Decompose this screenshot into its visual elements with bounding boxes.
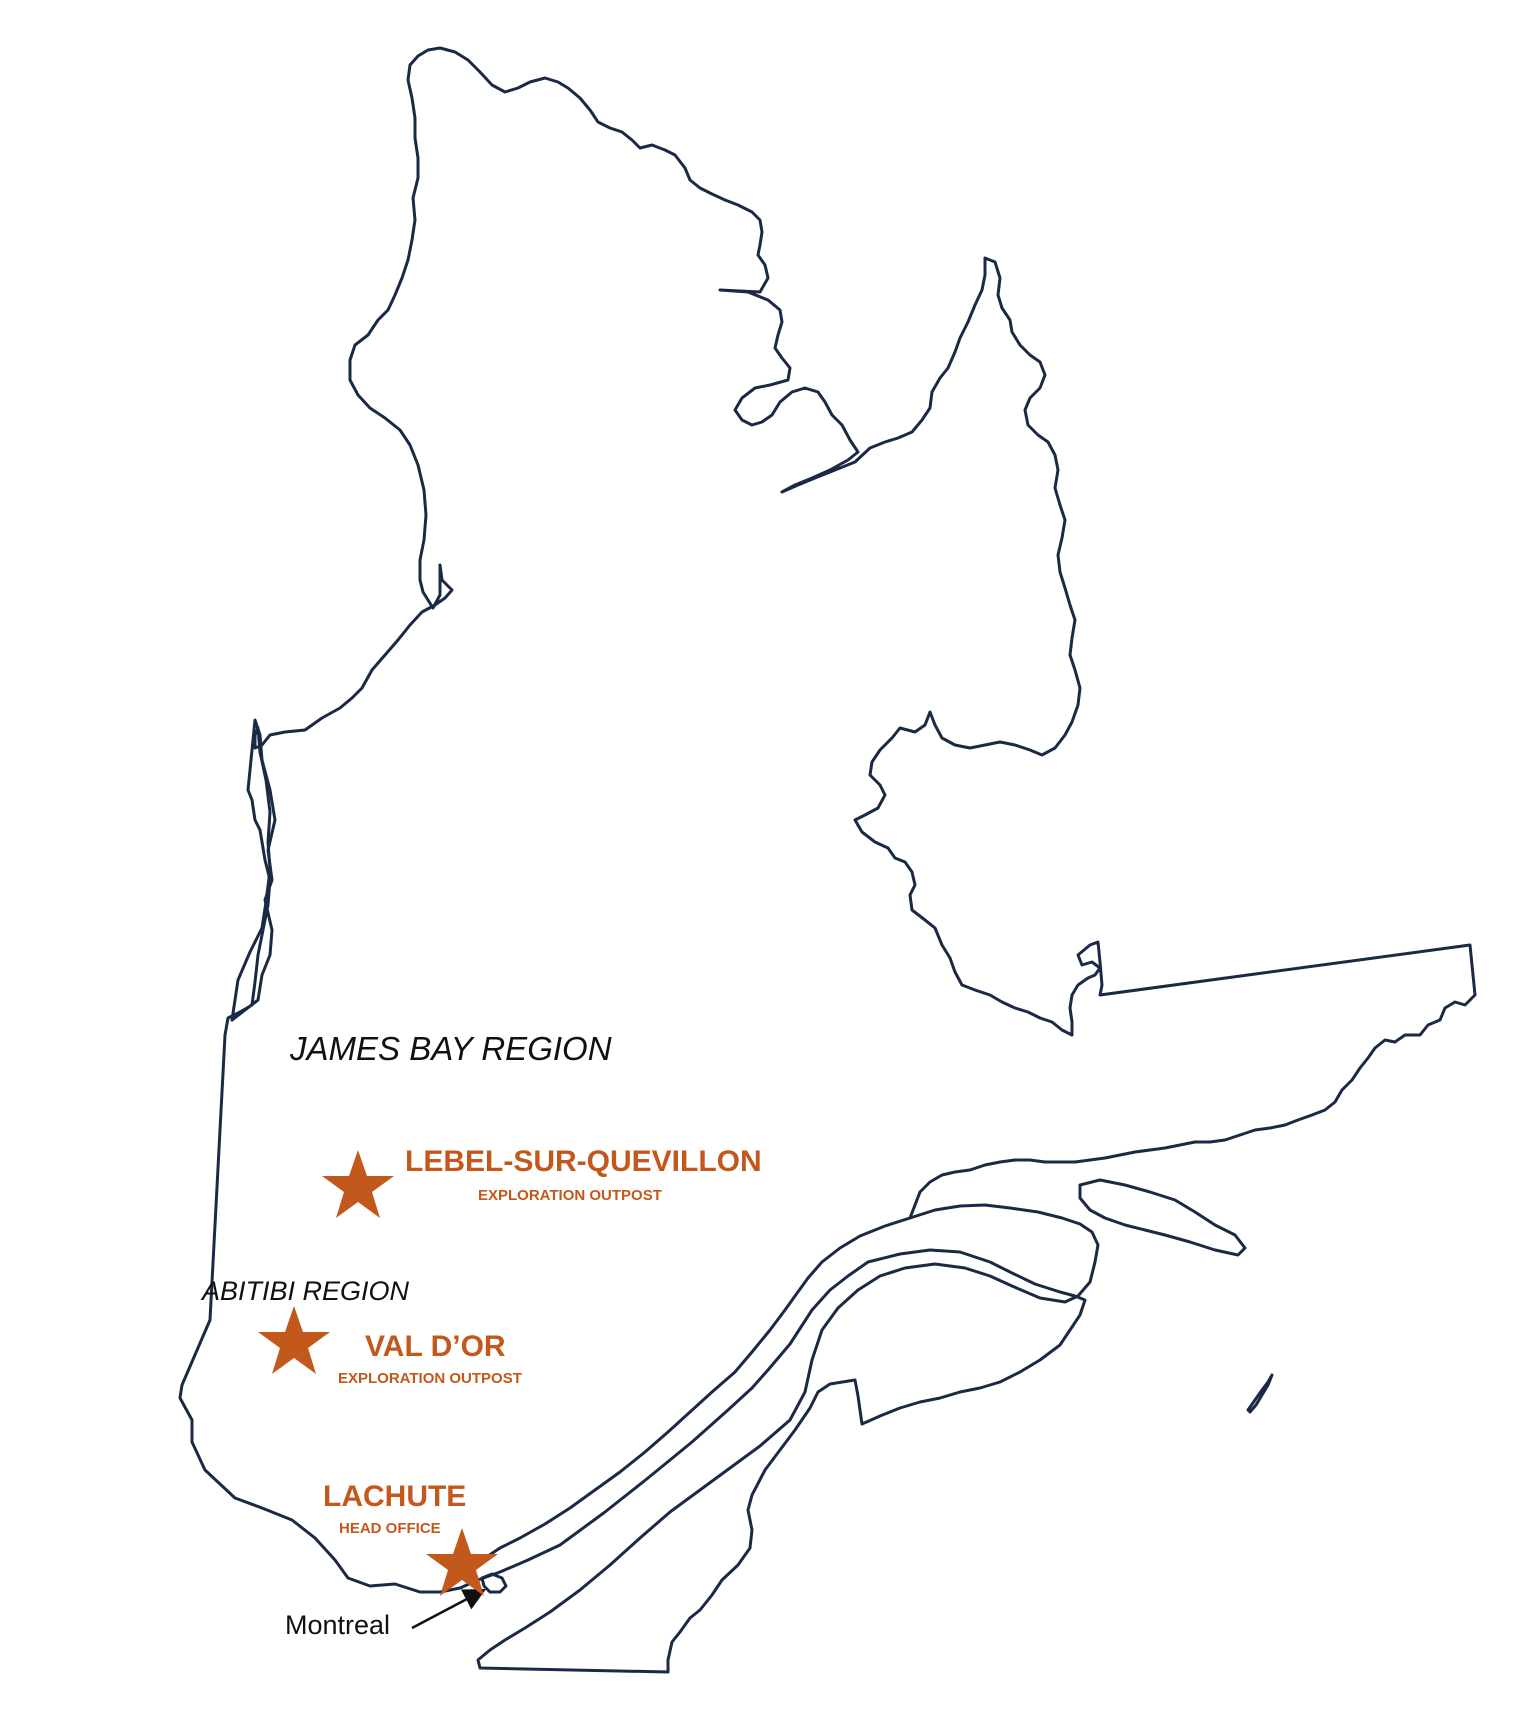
lachute-name-label: LACHUTE (323, 1480, 467, 1513)
montreal-island (480, 1572, 508, 1594)
anticosti-island (1078, 1178, 1247, 1257)
james-bay-region-label: JAMES BAY REGION (290, 1030, 612, 1067)
quebec-outline (178, 718, 1100, 1674)
lebel-subtitle-label: EXPLORATION OUTPOST (478, 1187, 662, 1204)
lachute-subtitle-label: HEAD OFFICE (339, 1520, 441, 1537)
valdor-subtitle-label: EXPLORATION OUTPOST (338, 1370, 522, 1387)
lebel-name-label: LEBEL-SUR-QUEVILLON (405, 1145, 762, 1178)
montreal-label: Montreal (285, 1610, 391, 1640)
abitibi-region-label: ABITIBI REGION (202, 1276, 410, 1306)
valdor-name-label: VAL D’OR (365, 1330, 506, 1363)
quebec-northern-outline (230, 46, 1477, 1220)
magdalen-islands (1246, 1373, 1274, 1414)
lachute-star-marker (426, 1528, 498, 1596)
lebel-star-marker (322, 1150, 394, 1218)
valdor-star-marker (258, 1306, 330, 1374)
montreal-pointer-arrow (411, 1588, 486, 1630)
